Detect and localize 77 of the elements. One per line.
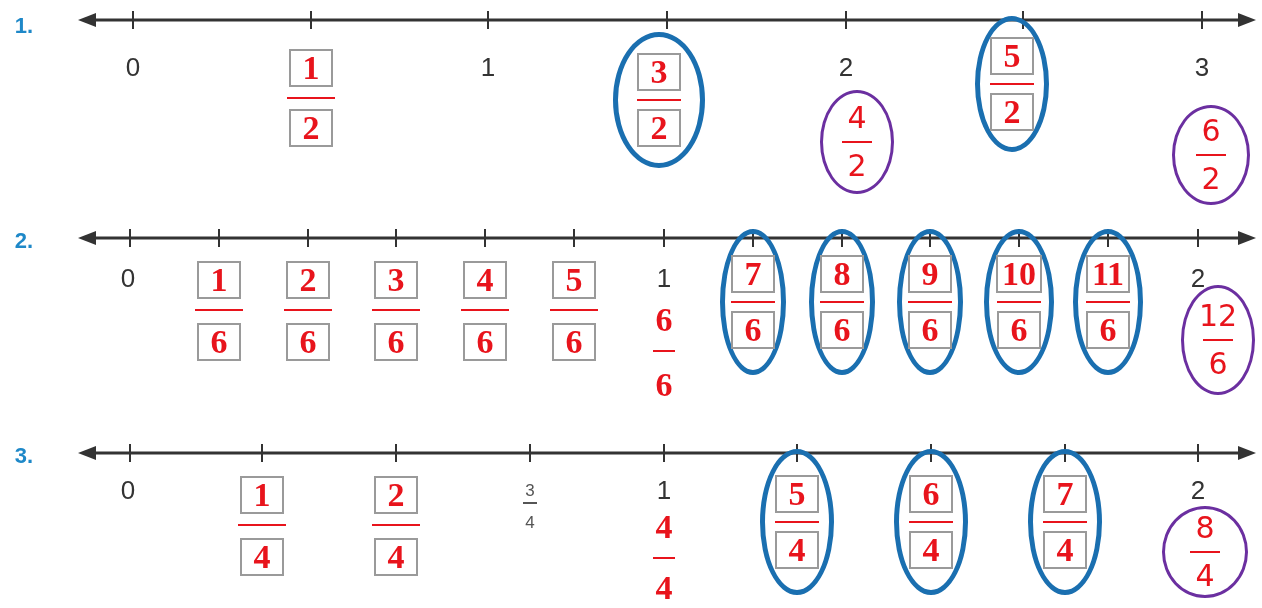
answer-box: 6 xyxy=(197,323,241,361)
answer-box: 9 xyxy=(908,255,952,293)
answer-box: 1 xyxy=(197,261,241,299)
circled-answer xyxy=(720,229,786,375)
circled-answer xyxy=(897,229,963,375)
answer-box: 5 xyxy=(775,475,819,513)
tick-label: 2 xyxy=(838,50,854,84)
tick-label: 0 xyxy=(125,50,141,84)
answer-box: 6 xyxy=(997,311,1041,349)
answer-box: 2 xyxy=(286,261,330,299)
fraction-numerator: 6 xyxy=(655,303,673,337)
answer-box: 6 xyxy=(820,311,864,349)
answer-box: 4 xyxy=(775,531,819,569)
answer-box: 2 xyxy=(990,93,1034,131)
answer-box: 6 xyxy=(731,311,775,349)
answer-box: 5 xyxy=(990,37,1034,75)
fraction-denominator: 6 xyxy=(655,368,673,402)
fraction-denominator: 4 xyxy=(525,513,535,531)
circled-answer xyxy=(613,32,705,168)
tick-label: 1 xyxy=(480,50,496,84)
handwritten-answer xyxy=(1181,285,1255,395)
fraction-numerator: 3 xyxy=(525,481,535,499)
fraction-denominator: 4 xyxy=(655,571,673,605)
answer-box: 4 xyxy=(240,538,284,576)
problem-number: 1. xyxy=(14,11,34,40)
answer-box: 6 xyxy=(908,311,952,349)
handwritten-answer xyxy=(820,90,894,194)
fraction-numerator: 8 xyxy=(1195,513,1215,543)
answer-box: 6 xyxy=(286,323,330,361)
circled-answer xyxy=(894,449,968,595)
answer-box: 6 xyxy=(374,323,418,361)
fraction-denominator: 2 xyxy=(847,151,867,181)
tick-label: 0 xyxy=(120,261,136,295)
circled-answer xyxy=(984,229,1054,375)
answer-box: 6 xyxy=(552,323,596,361)
tick-label: 1 xyxy=(656,261,672,295)
answer-box: 11 xyxy=(1085,255,1131,293)
fraction-numerator: 12 xyxy=(1198,301,1238,331)
answer-box: 7 xyxy=(1043,475,1087,513)
handwritten-answer xyxy=(1162,506,1248,598)
answer-box: 3 xyxy=(374,261,418,299)
fraction-numerator: 6 xyxy=(1201,116,1221,146)
answer-box: 2 xyxy=(374,476,418,514)
tick-label: 2 xyxy=(1190,261,1206,295)
fraction-denominator: 6 xyxy=(1208,349,1228,379)
fraction-denominator: 4 xyxy=(1195,561,1215,591)
answer-box: 10 xyxy=(996,255,1042,293)
circled-answer xyxy=(809,229,875,375)
answer-box: 4 xyxy=(463,261,507,299)
tick-label: 0 xyxy=(120,473,136,507)
tick-label: 3 xyxy=(1194,50,1210,84)
handwritten-answer xyxy=(1172,105,1250,205)
circled-answer xyxy=(760,449,834,595)
answer-box: 3 xyxy=(637,53,681,91)
answer-box: 2 xyxy=(289,109,333,147)
answer-box: 1 xyxy=(240,476,284,514)
answer-box: 4 xyxy=(374,538,418,576)
problem-number: 2. xyxy=(14,226,34,255)
tick-label: 2 xyxy=(1190,473,1206,507)
fraction-denominator: 2 xyxy=(1201,164,1221,194)
answer-box: 5 xyxy=(552,261,596,299)
answer-box: 8 xyxy=(820,255,864,293)
answer-box: 1 xyxy=(289,49,333,87)
circled-answer xyxy=(975,16,1049,152)
answer-box: 7 xyxy=(731,255,775,293)
answer-box: 6 xyxy=(1086,311,1130,349)
answer-box: 6 xyxy=(909,475,953,513)
tick-label: 1 xyxy=(656,473,672,507)
fraction-numerator: 4 xyxy=(847,103,867,133)
problem-number: 3. xyxy=(14,441,34,470)
answer-box: 6 xyxy=(463,323,507,361)
answer-box: 2 xyxy=(637,109,681,147)
circled-answer xyxy=(1028,449,1102,595)
fraction-numerator: 4 xyxy=(655,510,673,544)
answer-box: 4 xyxy=(909,531,953,569)
answer-box: 4 xyxy=(1043,531,1087,569)
circled-answer xyxy=(1073,229,1143,375)
